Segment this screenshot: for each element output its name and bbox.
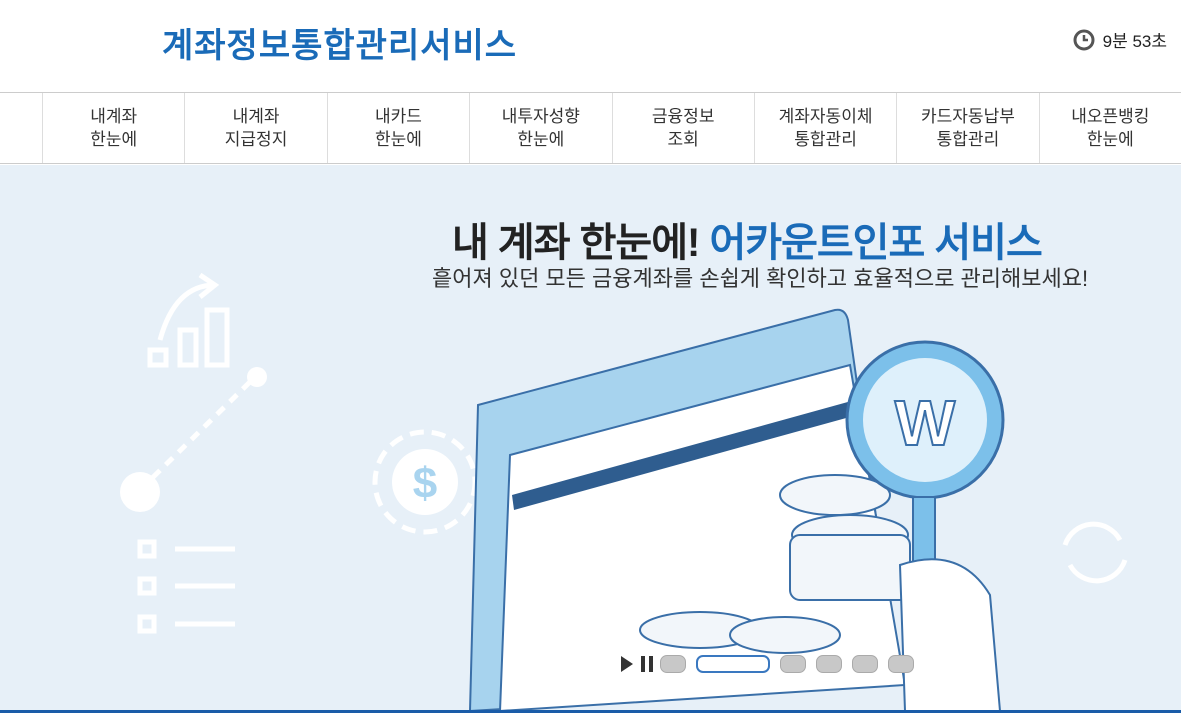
timer-text: 9분 53초: [1102, 32, 1167, 51]
nav-label-line2: 통합관리: [794, 130, 857, 149]
nav-label-line2: 한눈에: [517, 130, 565, 149]
svg-text:W: W: [895, 387, 956, 459]
nav-label-line1: 내오픈뱅킹: [1071, 107, 1150, 126]
slide-indicator[interactable]: [660, 655, 686, 673]
slider-controls: [620, 655, 914, 673]
svg-text:$: $: [413, 459, 437, 508]
divider: [0, 710, 1181, 713]
nav-label-line1: 내투자성향: [501, 107, 580, 126]
header: 계좌정보통합관리서비스 9분 53초: [0, 0, 1181, 92]
nav-label-line1: 내계좌: [90, 107, 138, 126]
nav-label-line1: 내카드: [374, 107, 422, 126]
site-logo[interactable]: 계좌정보통합관리서비스: [162, 27, 518, 65]
nav-label-line2: 조회: [667, 130, 699, 149]
slide-indicator[interactable]: [852, 655, 878, 673]
hero-title: 내 계좌 한눈에! 어카운트인포 서비스: [452, 210, 1043, 268]
nav-label-line2: 통합관리: [936, 130, 1000, 149]
hero-illustration: $ W: [120, 272, 1128, 711]
nav-label-line2: 한눈에: [90, 130, 138, 149]
slide-indicators: [660, 655, 914, 673]
slide-indicator[interactable]: [816, 655, 842, 673]
hero-banner: $ W 내 계좌 한눈에! 어카운트인포 서비스 흩어져 있던 모든 금융계좌를…: [0, 165, 1181, 711]
session-timer: 9분 53초: [1073, 27, 1167, 52]
slide-indicator[interactable]: [888, 655, 914, 673]
hero-subtitle: 흩어져 있던 모든 금융계좌를 손쉽게 확인하고 효율적으로 관리해보세요!: [432, 266, 1089, 291]
slide-indicator[interactable]: [696, 655, 770, 673]
nav-label-line1: 카드자동납부: [921, 107, 1015, 126]
hero-title-brand: 어카운트인포 서비스: [709, 221, 1042, 265]
nav-label-line1: 계좌자동이체: [778, 107, 873, 126]
clock-icon: [1073, 29, 1095, 50]
nav-label-line1: 내계좌: [232, 107, 280, 126]
nav-label-line2: 한눈에: [374, 130, 422, 149]
hero-title-main: 내 계좌 한눈에!: [452, 221, 710, 265]
slide-indicator[interactable]: [780, 655, 806, 673]
pause-icon[interactable]: [640, 655, 654, 673]
nav-label-line1: 금융정보: [651, 107, 715, 126]
play-icon[interactable]: [620, 655, 634, 673]
nav-label-line2: 한눈에: [1086, 130, 1134, 149]
nav-label-line2: 지급정지: [224, 130, 288, 149]
